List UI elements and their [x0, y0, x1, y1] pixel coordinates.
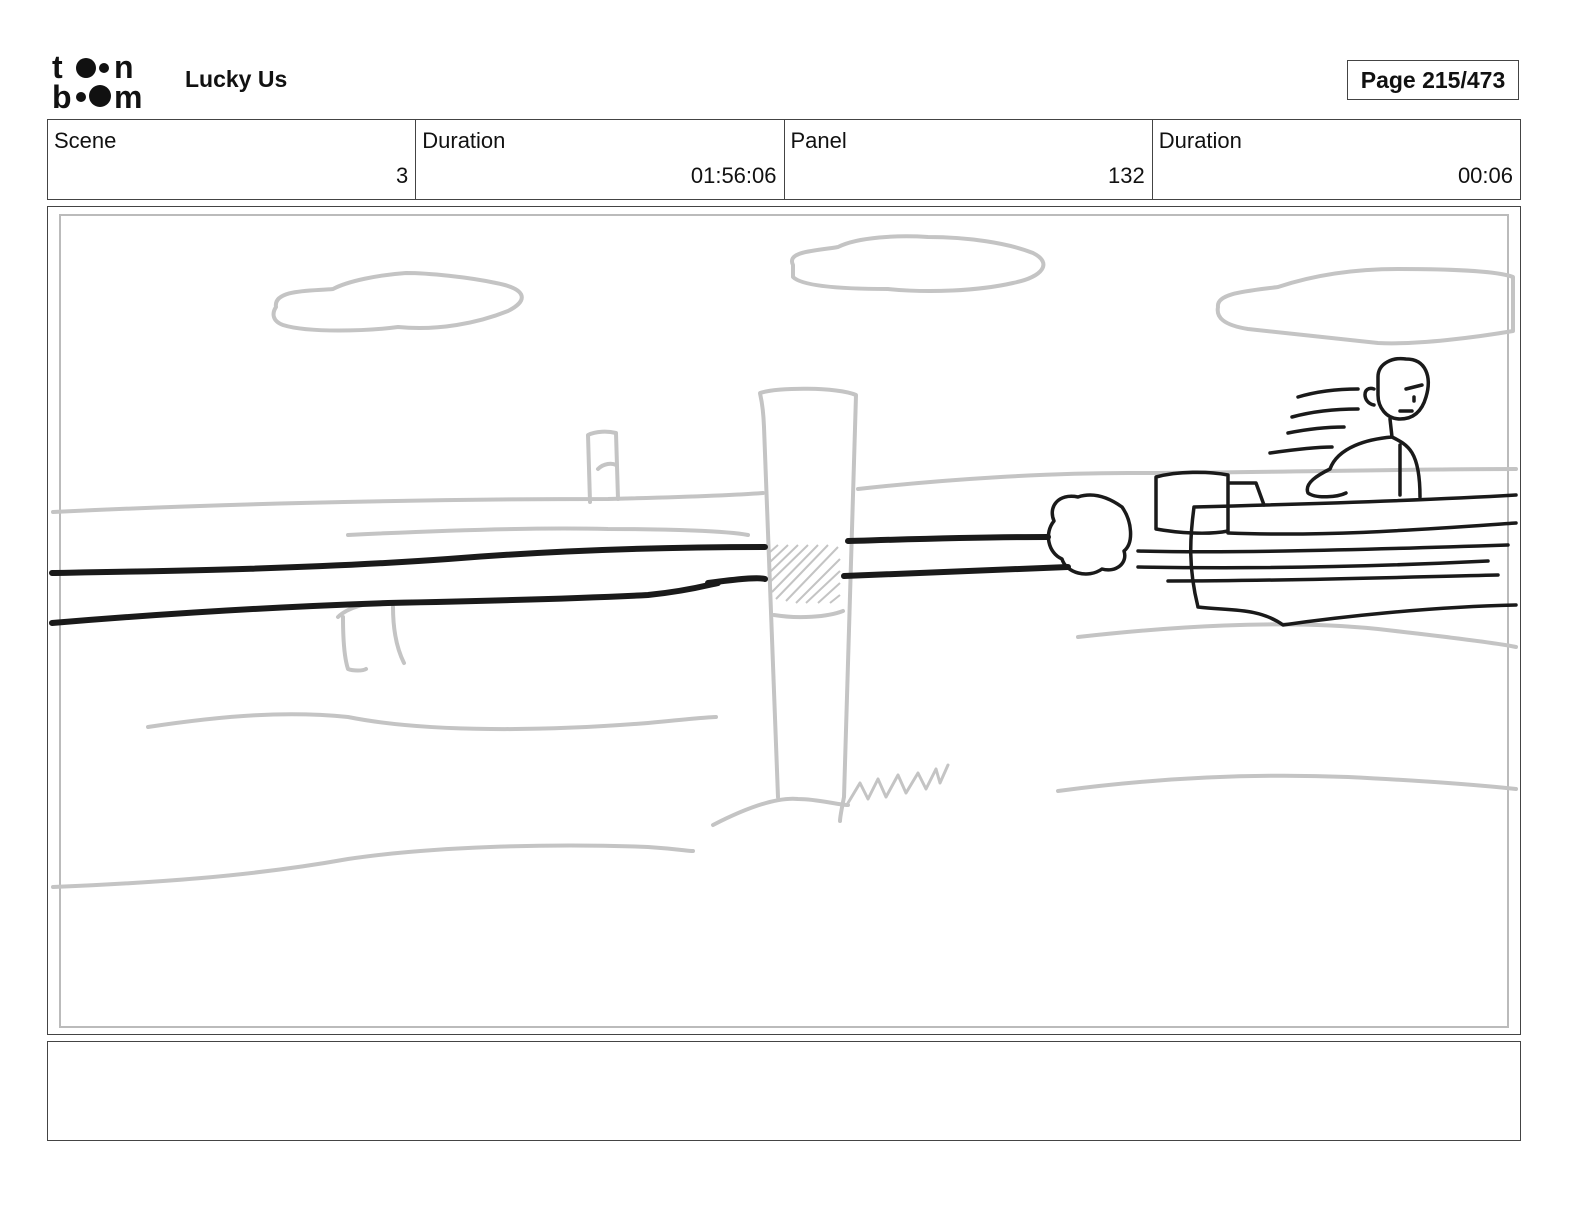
- svg-text:n: n: [114, 50, 134, 85]
- cloud-left: [271, 271, 524, 333]
- panel-label: Panel: [790, 128, 847, 153]
- rope-lower-mid: [705, 575, 768, 586]
- svg-text:t: t: [52, 50, 63, 85]
- horizon-right: [856, 467, 1518, 491]
- water-line-2: [51, 843, 695, 889]
- panel-notes-box: [47, 1041, 1521, 1141]
- panel-cell: Panel 132: [785, 120, 1153, 199]
- boat-speed-lines: [1136, 543, 1510, 583]
- scene-value: 3: [396, 163, 409, 188]
- rope-lower-right: [841, 564, 1071, 579]
- project-title: Lucky Us: [185, 66, 288, 92]
- panel-sketch: [49, 214, 1518, 1028]
- main-post: [758, 386, 858, 823]
- scene-cell: Scene 3: [48, 120, 417, 199]
- rope-lower-left: [49, 580, 721, 626]
- cloud-right: [1215, 267, 1515, 346]
- panel-value: 132: [1108, 163, 1145, 188]
- rope-upper-left: [49, 544, 768, 576]
- exhaust-cloud: [1046, 493, 1133, 576]
- distant-post: [586, 429, 620, 504]
- panel-duration-label: Duration: [1158, 128, 1242, 153]
- horizon-left: [51, 491, 765, 514]
- character-head: [1363, 356, 1430, 421]
- post-reflection: [772, 609, 845, 620]
- scene-label: Scene: [54, 128, 117, 153]
- svg-text:b: b: [52, 79, 72, 112]
- panel-duration-value: 00:06: [1457, 163, 1513, 188]
- post-base: [711, 796, 850, 827]
- water-line-1: [146, 712, 718, 732]
- panel-duration-cell: Duration 00:06: [1153, 120, 1520, 199]
- sketch-stroke-2: [346, 526, 750, 537]
- toon-boom-logo: t n b m: [52, 49, 164, 115]
- panel-info-table: Scene 3 Duration 01:56:06 Panel 132 Dura…: [47, 119, 1521, 200]
- page-counter: Page 215/473: [1347, 60, 1519, 100]
- safe-frame: [59, 214, 1509, 1028]
- grass-tuft: [846, 763, 950, 805]
- rope-upper-right: [845, 534, 1051, 544]
- storyboard-panel: [47, 206, 1521, 1035]
- cloud-center: [790, 234, 1046, 293]
- water-line-3: [1056, 773, 1518, 793]
- character-body: [1305, 417, 1422, 499]
- svg-text:m: m: [114, 79, 142, 112]
- sketch-stroke-1: [336, 601, 406, 673]
- water-line-4: [1076, 622, 1518, 649]
- scene-duration-cell: Duration 01:56:06: [416, 120, 785, 199]
- boat-hull: [1188, 493, 1518, 627]
- character-speed-lines: [1268, 387, 1360, 455]
- boat-motor: [1154, 470, 1266, 535]
- scene-duration-value: 01:56:06: [690, 163, 777, 188]
- scene-duration-label: Duration: [422, 128, 506, 153]
